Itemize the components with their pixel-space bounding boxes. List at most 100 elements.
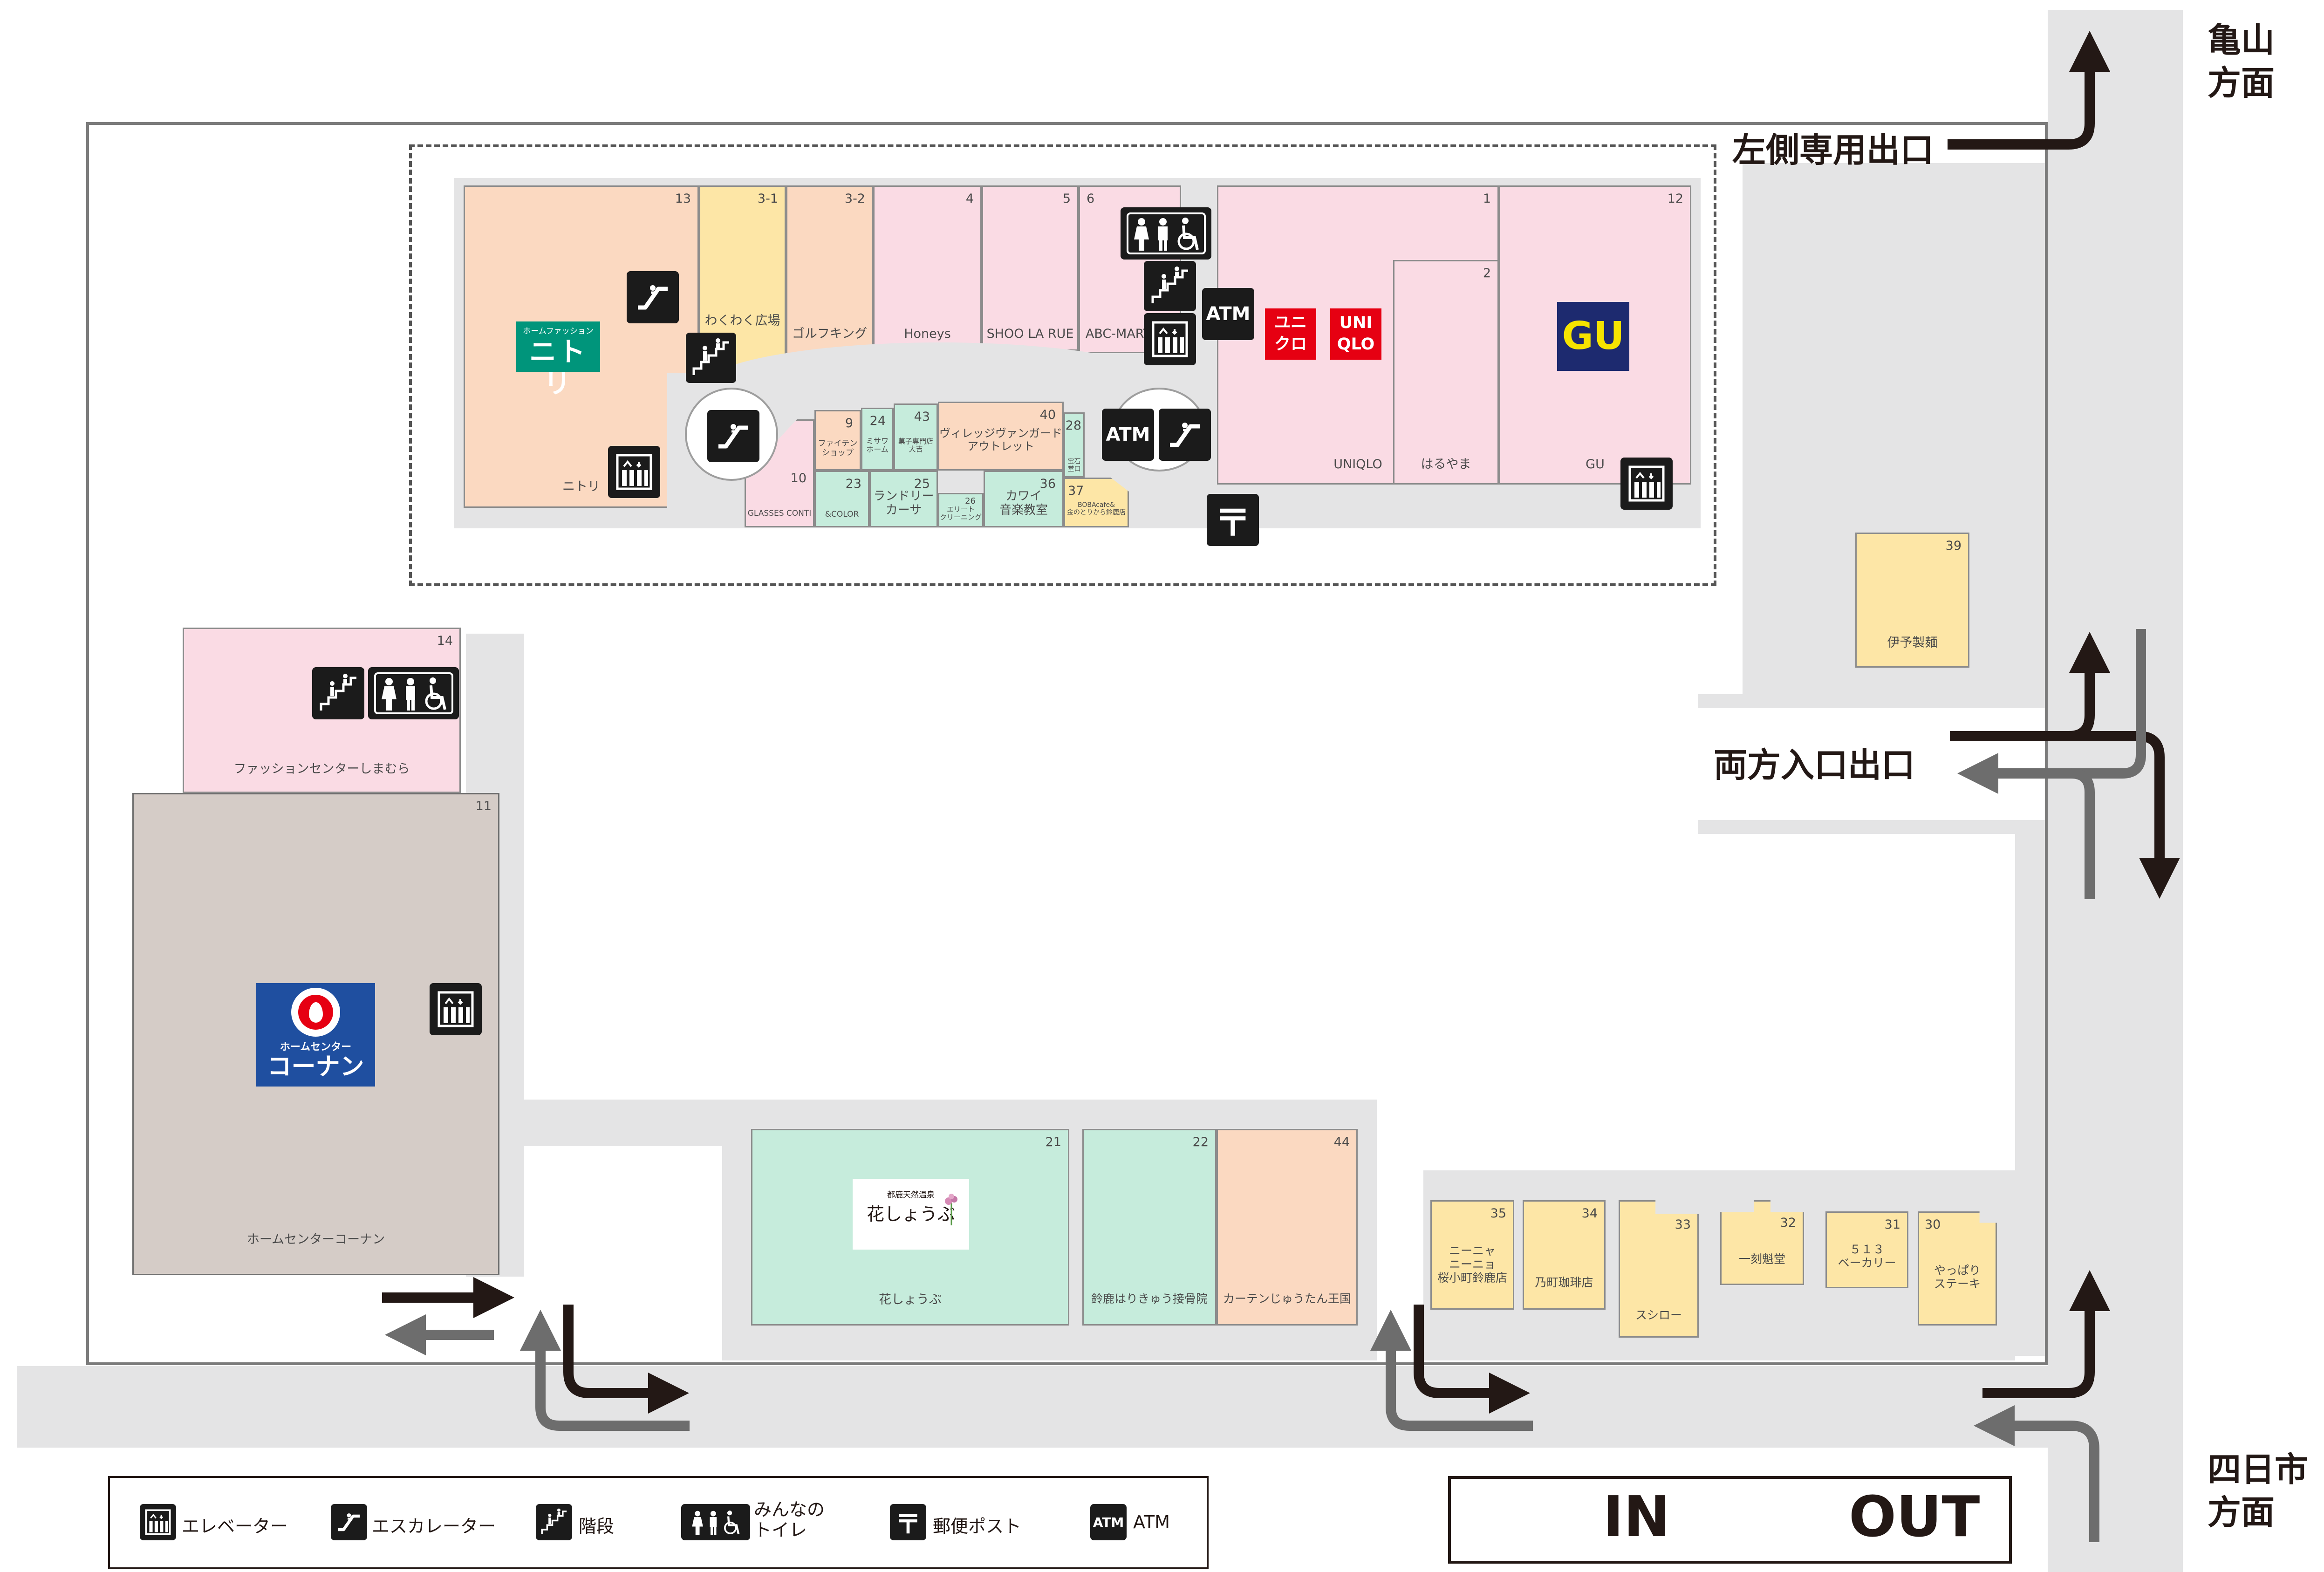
atm-icon: ATM [1202, 288, 1254, 340]
store-43[interactable]: 43 菓子専門店 大吉 [894, 403, 938, 471]
store-name: Honeys [904, 327, 951, 341]
exit-arrow [1982, 1270, 2110, 1398]
store-number: 13 [675, 191, 691, 206]
parking-right-strip-lower [1698, 694, 2048, 708]
uniqlo-logo-latin: UNI QLO [1330, 308, 1381, 360]
hanashoubu-logo: 都鹿天然温泉 花しょうぶ [853, 1179, 969, 1250]
store-31[interactable]: 31 ５１３ ベーカリー [1825, 1211, 1908, 1288]
store-number: 10 [790, 471, 807, 485]
parking-right-strip-2 [1698, 820, 2048, 834]
store-35[interactable]: 35 ニーニャ ニーニョ 桜小町鈴鹿店 [1430, 1200, 1514, 1310]
store-name: はるやま [1421, 457, 1471, 472]
store-36[interactable]: 36 カワイ 音楽教室 [984, 471, 1064, 527]
store-2-haruyama[interactable]: 2 はるやま [1393, 260, 1499, 485]
store-name: BOBAcafe& 金のとりから鈴鹿店 [1067, 501, 1126, 517]
road-bottom-horizontal [17, 1366, 2048, 1448]
store-name: ニーニャ ニーニョ 桜小町鈴鹿店 [1437, 1244, 1507, 1285]
parking-right-strip-3 [2015, 834, 2048, 1356]
escalator-icon [1159, 409, 1211, 461]
hanashoubu-logo-main: 花しょうぶ [866, 1204, 955, 1224]
entry-arrow [1957, 629, 2146, 794]
store-39[interactable]: 39 伊予製麺 [1855, 533, 1969, 668]
store-name: 花しょうぶ [879, 1292, 942, 1307]
elevator-icon [608, 446, 660, 498]
atm-icon: ATM [1090, 1504, 1127, 1540]
center-strip [524, 1100, 1377, 1128]
store-number: 32 [1780, 1216, 1796, 1230]
store-name: ホームセンターコーナン [246, 1232, 385, 1247]
store-name: ゴルフキング [792, 327, 868, 341]
toilet-icon [1121, 207, 1211, 260]
store-9[interactable]: 9 ファイテン ショップ [814, 410, 861, 471]
store-name: ABC-MART [1085, 327, 1151, 341]
kohnan-logo-sub: ホームセンター [280, 1041, 352, 1053]
elevator-icon [1620, 458, 1673, 510]
store-number: 21 [1045, 1135, 1061, 1149]
store-name: ファッションセンターしまむら [233, 762, 410, 776]
store-number: 23 [845, 477, 861, 491]
post-icon: 〒 [890, 1504, 926, 1540]
store-22[interactable]: 22 鈴鹿はりきゅう接骨院 [1082, 1129, 1217, 1326]
store-number: 4 [965, 191, 974, 206]
store-name: カワイ 音楽教室 [999, 489, 1048, 517]
nitori-logo: ホームファッション ニトリ [516, 321, 600, 399]
store-name: GLASSES CONTI [747, 509, 812, 518]
store-number: 11 [475, 799, 492, 813]
store-32[interactable]: 32 一刻魁堂 [1720, 1200, 1804, 1285]
exit-arrow [1948, 31, 2110, 150]
store-number: 37 [1068, 484, 1084, 498]
store-40[interactable]: 40 ヴィレッジヴァンガード アウトレット [938, 402, 1064, 471]
store-number: 14 [437, 634, 453, 648]
uniqlo-logo-katakana: ユニ クロ [1265, 308, 1316, 360]
store-number: 3-1 [757, 191, 778, 206]
exit-arrow [563, 1305, 689, 1414]
store-37[interactable]: 37 BOBAcafe& 金のとりから鈴鹿店 [1064, 478, 1129, 527]
in-label: IN [1603, 1485, 1671, 1550]
store-23[interactable]: 23 &COLOR [814, 471, 869, 527]
store-25[interactable]: 25 ランドリー カーサ [869, 471, 938, 527]
store-4[interactable]: 4 Honeys [873, 185, 982, 353]
store-number: 43 [914, 410, 930, 424]
store-number: 26 [965, 496, 976, 506]
escalator-icon [331, 1504, 367, 1540]
entry-arrow [1974, 1405, 2099, 1542]
store-5[interactable]: 5 SHOO LA RUE [982, 185, 1079, 351]
legend-label: エスカレーター [372, 1516, 496, 1537]
inout-legend [1448, 1476, 2012, 1564]
store-number: 25 [914, 477, 930, 491]
store-number: 2 [1483, 266, 1491, 280]
store-44[interactable]: 44 カーテンじゅうたん王国 [1217, 1129, 1358, 1326]
escalator-icon [627, 271, 679, 323]
entry-arrow [1370, 1310, 1533, 1431]
store-28[interactable]: 28 宝石 堂口 [1064, 412, 1085, 478]
legend-label: ATM [1133, 1512, 1170, 1532]
kohnan-logo-main: コーナン [267, 1053, 364, 1081]
store-number: 28 [1065, 418, 1081, 433]
escalator-icon [707, 410, 759, 462]
iris-flower-icon [942, 1193, 961, 1225]
nitori-logo-sub: ホームファッション [523, 327, 594, 336]
store-name: ヴィレッジヴァンガード アウトレット [939, 427, 1062, 453]
store-3-2[interactable]: 3-2 ゴルフキング [786, 185, 873, 358]
store-30[interactable]: 30 やっぱり ステーキ [1918, 1211, 1997, 1326]
elevator-icon [430, 983, 482, 1035]
kohnan-logo: ホームセンター コーナン [256, 983, 375, 1087]
store-number: 3-2 [844, 191, 865, 206]
toilet-icon [681, 1504, 750, 1540]
store-26[interactable]: 26 エリート クリーニング [938, 493, 984, 527]
store-name: ５１３ ベーカリー [1838, 1243, 1896, 1270]
store-34[interactable]: 34 乃町珈琲店 [1523, 1200, 1606, 1310]
store-name: わくわく広場 [704, 314, 780, 328]
store-name: スシロー [1635, 1308, 1682, 1322]
store-number: 6 [1087, 191, 1095, 206]
store-number: 34 [1581, 1206, 1598, 1221]
direction-north: 亀山 方面 [2208, 21, 2275, 103]
store-number: 35 [1490, 1206, 1506, 1221]
store-24[interactable]: 24 ミサワ ホーム [861, 408, 894, 471]
store-12-gu[interactable]: 12 GU [1499, 185, 1691, 485]
stairs-icon [1144, 261, 1196, 311]
center-left-strip [524, 1128, 722, 1146]
elevator-icon [1144, 313, 1196, 365]
store-number: 30 [1925, 1217, 1941, 1232]
legend-label: 郵便ポスト [933, 1516, 1022, 1537]
